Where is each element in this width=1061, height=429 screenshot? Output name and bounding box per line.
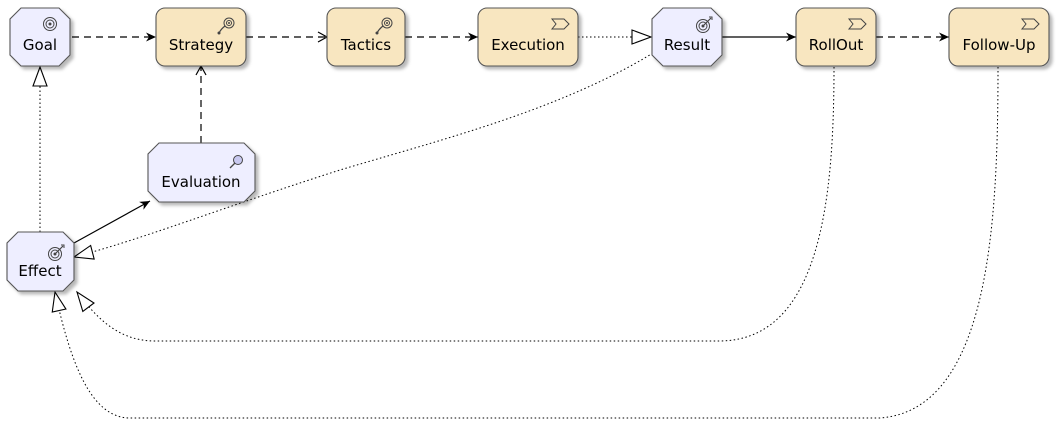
node-label-execution: Execution [491, 36, 565, 54]
edge-effect-evaluation [73, 200, 151, 244]
node-label-followup: Follow-Up [963, 36, 1036, 54]
node-tactics[interactable]: Tactics [326, 7, 406, 67]
node-label-goal: Goal [23, 36, 57, 54]
course-of-action-icon [217, 17, 235, 35]
node-result[interactable]: Result [651, 7, 723, 67]
value-stream-icon [1020, 18, 1040, 30]
edges [32, 29, 999, 419]
node-label-tactics: Tactics [340, 36, 391, 54]
edge-followup-effect [51, 66, 999, 419]
value-stream-icon [550, 18, 570, 30]
node-effect[interactable]: Effect [6, 231, 75, 292]
node-label-strategy: Strategy [169, 36, 233, 54]
node-label-rollout: RollOut [809, 36, 864, 54]
outcome-icon [696, 16, 713, 33]
node-label-evaluation: Evaluation [161, 173, 240, 191]
outcome-icon [48, 244, 65, 261]
node-label-result: Result [664, 36, 710, 54]
node-label-effect: Effect [18, 262, 61, 280]
goal-icon [43, 17, 57, 31]
node-followup[interactable]: Follow-Up [948, 7, 1050, 67]
node-strategy[interactable]: Strategy [155, 7, 247, 67]
course-of-action-icon [375, 17, 393, 35]
edge-rollout-effect [76, 66, 835, 342]
node-evaluation[interactable]: Evaluation [147, 142, 256, 203]
assessment-icon [229, 155, 243, 169]
value-stream-icon [847, 18, 867, 30]
node-execution[interactable]: Execution [477, 7, 579, 67]
node-goal[interactable]: Goal [9, 7, 71, 67]
node-rollout[interactable]: RollOut [795, 7, 877, 67]
